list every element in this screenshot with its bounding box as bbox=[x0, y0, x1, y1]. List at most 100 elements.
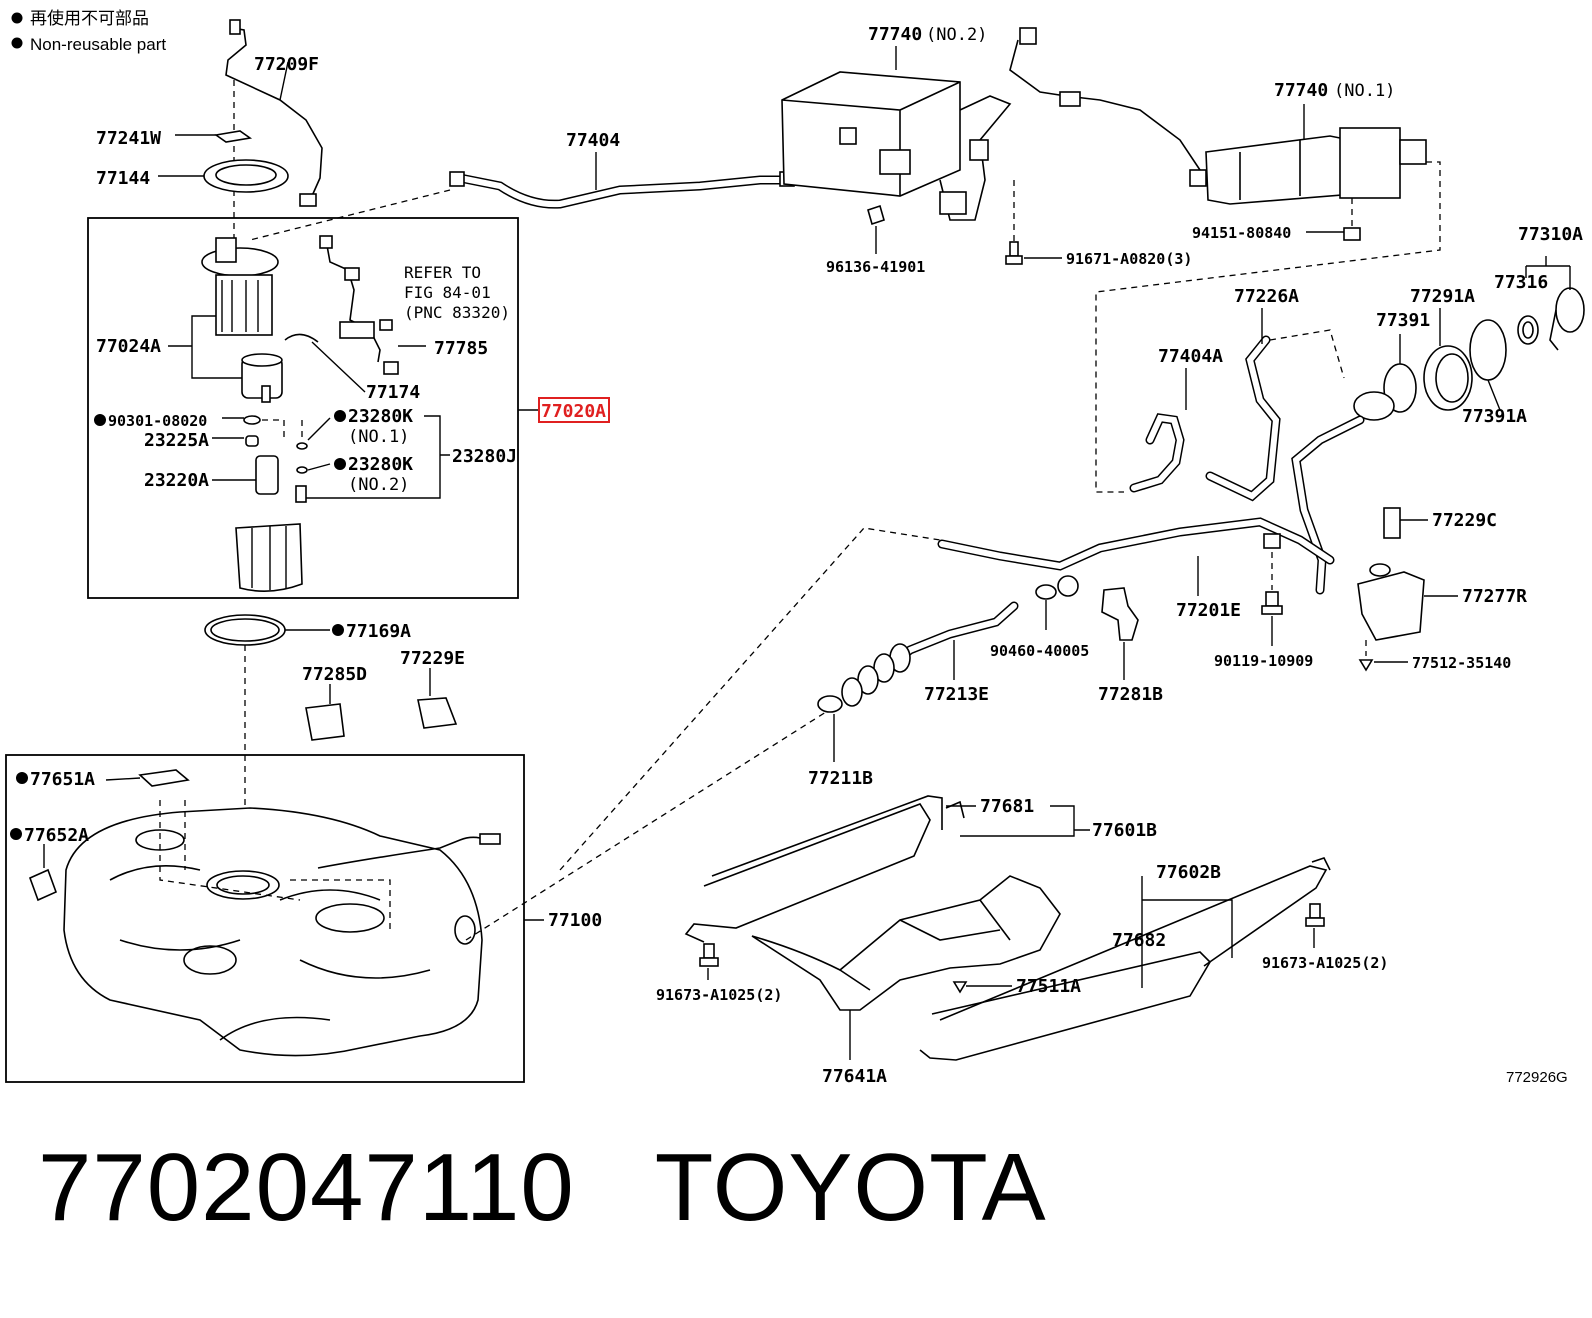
canister-77740-no1 bbox=[1189, 127, 1427, 205]
label-23280K-no1-sub: (NO.1) bbox=[348, 427, 409, 447]
legend: 再使用不可部品 Non-reusable part bbox=[11, 8, 166, 54]
label-77316: 77316 bbox=[1494, 272, 1548, 293]
bullet-icon bbox=[16, 772, 28, 784]
label-77229E: 77229E bbox=[400, 648, 465, 669]
clamp-90460 bbox=[1035, 584, 1057, 600]
label-77310A: 77310A bbox=[1518, 224, 1583, 245]
gasket-77169A bbox=[204, 614, 286, 646]
fuel-tank-77100 bbox=[63, 807, 501, 1057]
label-77229C: 77229C bbox=[1432, 510, 1497, 531]
label-77169A: 77169A bbox=[346, 621, 411, 642]
label-77209F: 77209F bbox=[254, 54, 319, 75]
label-23220A: 23220A bbox=[144, 470, 209, 491]
bolt-91673-left bbox=[699, 943, 719, 967]
filter-cup bbox=[241, 353, 283, 403]
label-23280K-no2: 23280K bbox=[348, 454, 413, 475]
pipe-clip bbox=[1263, 533, 1281, 549]
refer-line-1: REFER TO bbox=[404, 263, 481, 282]
clamp-77229E bbox=[417, 697, 458, 729]
label-90301-08020: 90301-08020 bbox=[108, 412, 207, 430]
bullet-icon bbox=[334, 410, 346, 422]
label-77291A: 77291A bbox=[1410, 286, 1475, 307]
label-77785: 77785 bbox=[434, 338, 488, 359]
bolt-91673-right bbox=[1305, 903, 1325, 927]
label-91673-right: 91673-A1025(2) bbox=[1262, 954, 1388, 972]
label-23280K-no1: 23280K bbox=[348, 406, 413, 427]
label-77740-no1: 77740 bbox=[1274, 80, 1328, 101]
label-77391A: 77391A bbox=[1462, 406, 1527, 427]
wire-77785 bbox=[319, 235, 399, 375]
label-90119-10909: 90119-10909 bbox=[1214, 652, 1313, 670]
hose-77404A bbox=[1129, 413, 1185, 493]
label-77277R: 77277R bbox=[1462, 586, 1527, 607]
pump-module-77024A bbox=[201, 237, 279, 336]
caption-brand: TOYOTA bbox=[654, 1134, 1047, 1241]
clamp-77229C bbox=[1383, 507, 1401, 539]
label-90460-40005: 90460-40005 bbox=[990, 642, 1089, 660]
label-77020A: 77020A bbox=[541, 401, 606, 422]
small-parts bbox=[243, 415, 308, 503]
breather-tube-77226A bbox=[1205, 335, 1281, 502]
pump-assembly-box bbox=[87, 217, 519, 599]
label-23280J: 23280J bbox=[452, 446, 517, 467]
bullet-icon bbox=[10, 828, 22, 840]
legend-jp: 再使用不可部品 bbox=[30, 8, 149, 28]
sender-wire-77209F bbox=[225, 19, 323, 207]
label-77601B: 77601B bbox=[1092, 820, 1157, 841]
nut-94151 bbox=[1343, 227, 1361, 241]
label-77740-no1-sub: (NO.1) bbox=[1334, 81, 1395, 101]
label-77144: 77144 bbox=[96, 168, 150, 189]
highlight-box bbox=[538, 397, 610, 423]
refer-line-2: FIG 84-01 bbox=[404, 283, 491, 302]
bullet-icon bbox=[11, 37, 23, 49]
label-77740-no2: 77740 bbox=[868, 24, 922, 45]
housing-77277R bbox=[1357, 563, 1425, 641]
canister-77740-no2 bbox=[781, 27, 1201, 221]
label-77512-35140: 77512-35140 bbox=[1412, 654, 1511, 672]
pad-77652A bbox=[28, 868, 58, 902]
label-23225A: 23225A bbox=[144, 430, 209, 451]
label-77641A: 77641A bbox=[822, 1066, 887, 1087]
bullet-icon bbox=[94, 414, 106, 426]
filler-pipe bbox=[1291, 391, 1395, 595]
label-77226A: 77226A bbox=[1234, 286, 1299, 307]
label-77602B: 77602B bbox=[1156, 862, 1221, 883]
bullet-icon bbox=[334, 458, 346, 470]
clip-96136 bbox=[867, 204, 885, 226]
label-77404A: 77404A bbox=[1158, 346, 1223, 367]
label-77174: 77174 bbox=[366, 382, 420, 403]
pad-77651A bbox=[138, 769, 190, 787]
figure-id: 772926G bbox=[1506, 1069, 1568, 1086]
ring-77144 bbox=[203, 159, 289, 193]
reservoir-cup bbox=[235, 523, 303, 592]
label-77740-no2-sub: (NO.2) bbox=[926, 25, 987, 45]
clamp-77211B bbox=[817, 695, 843, 713]
label-77024A: 77024A bbox=[96, 336, 161, 357]
bullet-icon bbox=[11, 12, 23, 24]
label-77201E: 77201E bbox=[1176, 600, 1241, 621]
clip-77511A bbox=[952, 981, 968, 994]
label-77681: 77681 bbox=[980, 796, 1034, 817]
label-23280K-no2-sub: (NO.2) bbox=[348, 475, 409, 495]
caption-part-number: 7702047110 bbox=[38, 1134, 575, 1241]
pipe-77404 bbox=[449, 171, 795, 209]
clip-77512 bbox=[1358, 659, 1374, 672]
retainer-77241W bbox=[213, 130, 253, 143]
label-77285D: 77285D bbox=[302, 664, 367, 685]
bullet-icon bbox=[332, 624, 344, 636]
tank-box bbox=[5, 754, 525, 1083]
label-96136-41901: 96136-41901 bbox=[826, 258, 925, 276]
label-94151-80840: 94151-80840 bbox=[1192, 224, 1291, 242]
pipe-77201E bbox=[937, 517, 1335, 571]
collar-77291A bbox=[1423, 345, 1473, 411]
legend-en: Non-reusable part bbox=[30, 35, 166, 54]
clamp-77285D bbox=[305, 703, 345, 741]
refer-line-3: (PNC 83320) bbox=[404, 303, 510, 322]
bolt-90119 bbox=[1261, 591, 1283, 615]
label-77281B: 77281B bbox=[1098, 684, 1163, 705]
label-77213E: 77213E bbox=[924, 684, 989, 705]
hose-77213E bbox=[841, 601, 1019, 707]
label-91673-left: 91673-A1025(2) bbox=[656, 986, 782, 1004]
